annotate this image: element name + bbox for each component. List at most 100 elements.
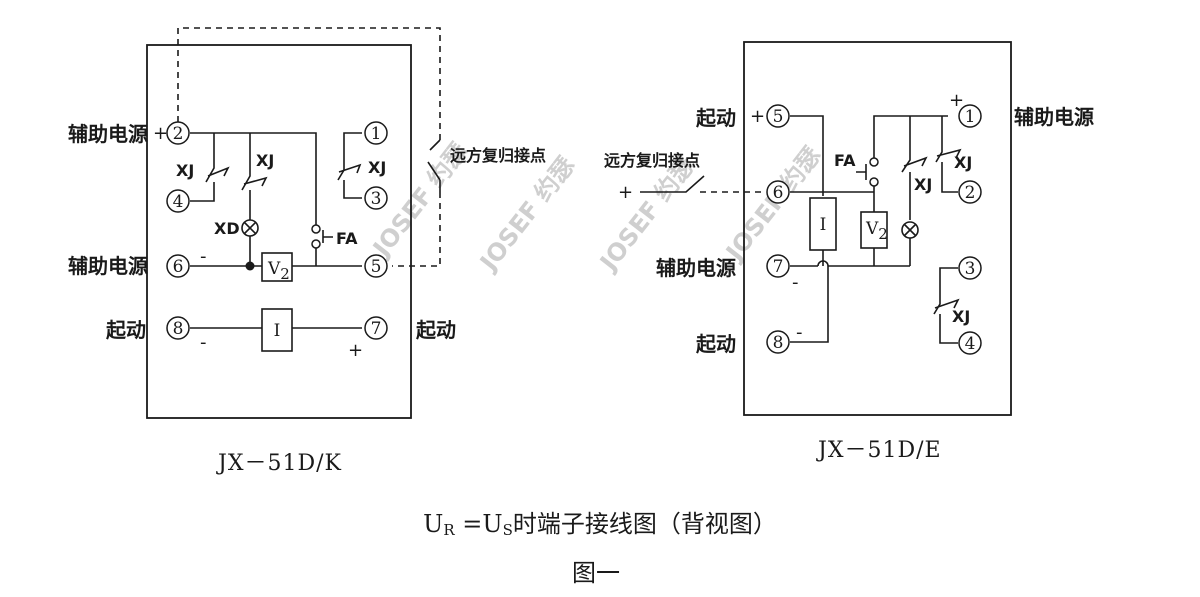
right-terminal-7-label: 7: [773, 257, 784, 277]
left-v2-label: V2: [267, 259, 290, 283]
right-terminal-1-label: 1: [965, 107, 976, 127]
right-wire-xj-1-2: [935, 116, 958, 193]
left-terminal-3-label: 3: [371, 189, 382, 209]
left-xd-cross: [243, 221, 257, 235]
left-model-label: JX－51D/K: [216, 451, 342, 476]
left-sign-t8: -: [200, 332, 207, 353]
left-fa-contact-bottom: [311, 239, 321, 249]
left-fa-contact-top: [311, 224, 321, 234]
right-terminal-4: [958, 331, 982, 355]
right-terminal-5-label: 5: [773, 107, 784, 127]
right-relay-housing: [743, 41, 1012, 416]
left-terminal-2: [166, 121, 190, 145]
right-lamp-cross: [903, 223, 917, 237]
left-sign-t6: -: [200, 246, 207, 267]
left-terminal-6: [166, 254, 190, 278]
right-xj-flag-3-4: [934, 298, 960, 309]
right-xj1-label: XJ: [954, 153, 972, 172]
left-fa-label: FA: [336, 229, 358, 248]
right-sign-t8: -: [796, 322, 803, 343]
left-terminal-1: [364, 121, 388, 145]
right-wire-t5: [790, 115, 824, 196]
left-terminal-4: [166, 189, 190, 213]
right-terminal-6-label: 6: [773, 183, 784, 203]
left-wire-xj-1-3: [337, 132, 362, 199]
right-start-bottom-label: 起动: [695, 332, 736, 356]
left-xj2-label: XJ: [256, 151, 274, 170]
right-terminal-4-label: 4: [965, 334, 976, 354]
left-relay-housing: [146, 44, 412, 419]
right-terminal-7: [766, 254, 790, 278]
right-terminal-8: [766, 330, 790, 354]
right-terminal-8-label: 8: [773, 333, 784, 353]
left-fa-button: [322, 230, 333, 243]
left-i-label: I: [274, 321, 281, 341]
left-sign-t7: +: [348, 340, 363, 361]
right-remote-reset-label: 远方复归接点: [604, 151, 700, 170]
left-start-label: 起动: [105, 318, 146, 342]
right-terminal-1: [958, 104, 982, 128]
right-terminal-3-label: 3: [965, 259, 976, 279]
left-aux-power-top-label: 辅助电源: [68, 122, 148, 146]
right-terminal-5: [766, 104, 790, 128]
right-wire-t8: [790, 266, 829, 343]
left-sign-t2: +: [153, 123, 168, 144]
left-v2-box: [261, 252, 293, 282]
left-i-unit-box: [261, 308, 293, 352]
left-remote-reset-loop: [177, 27, 441, 267]
left-remote-reset-contact: [427, 139, 441, 192]
right-i-label: I: [820, 215, 827, 235]
right-aux-power-left-label: 辅助电源: [656, 256, 736, 280]
left-wire-t4: [190, 195, 215, 202]
right-wire-xj-3-4: [933, 267, 958, 344]
left-wire-xj1: [205, 133, 215, 195]
watermark-2: JOSEF 约瑟: [473, 151, 580, 277]
right-sign-t5: +: [750, 106, 765, 127]
left-wire-xj2: [241, 133, 251, 220]
figure-caption: UR =US时端子接线图（背视图） 图一: [423, 510, 777, 587]
right-fa-label: FA: [834, 151, 856, 170]
right-fa-contact-bottom: [869, 177, 879, 187]
left-wire-t2: [190, 132, 317, 226]
right-fa-button: [856, 164, 867, 180]
left-relay: 远方复归接点 1 2 3: [68, 27, 546, 476]
caption-line-1: UR =US时端子接线图（背视图）: [423, 510, 777, 539]
right-aux-power-right-label: 辅助电源: [1014, 105, 1094, 129]
right-terminal-2: [958, 180, 982, 204]
left-terminal-3: [364, 186, 388, 210]
left-terminal-2-label: 2: [173, 124, 184, 144]
left-terminal-7-label: 7: [371, 319, 382, 339]
left-terminal-8-label: 8: [173, 319, 184, 339]
left-aux-power-bottom-label: 辅助电源: [68, 254, 148, 278]
right-xj-flag-1-2: [936, 148, 962, 159]
right-xj2-label: XJ: [914, 175, 932, 194]
left-terminal-6-label: 6: [173, 257, 184, 277]
right-v2-box: [860, 211, 888, 249]
right-sign-t7: -: [792, 272, 799, 293]
right-sign-remote: +: [618, 182, 633, 203]
right-sign-t1: +: [949, 90, 964, 111]
right-side-start-label: 起动: [415, 318, 456, 342]
left-terminal-4-label: 4: [173, 192, 184, 212]
left-terminal-5-label: 5: [371, 257, 382, 277]
right-model-label: JX－51D/E: [816, 438, 942, 463]
right-terminal-6: [766, 180, 790, 204]
right-terminal-3: [958, 256, 982, 280]
left-terminal-5: [364, 254, 388, 278]
left-remote-reset-label: 远方复归接点: [450, 146, 546, 165]
right-v2-label: V2: [865, 219, 888, 243]
caption-line-2: 图一: [572, 559, 620, 587]
left-terminal-8: [166, 316, 190, 340]
right-remote-reset-contact: [640, 175, 705, 193]
watermark-group: JOSEF 约瑟 JOSEF 约瑟 JOSEF 约瑟 JOSEF 约瑟: [366, 137, 826, 277]
right-start-top-label: 起动: [695, 106, 736, 130]
right-fa-contact-top: [869, 157, 879, 167]
right-wire-fa-top: [873, 115, 948, 158]
left-terminal-7: [364, 316, 388, 340]
right-xj3-label: XJ: [952, 307, 970, 326]
left-xj1-label: XJ: [176, 161, 194, 180]
left-xj3-label: XJ: [368, 158, 386, 177]
right-i-unit-box: [809, 197, 837, 251]
right-terminals: 1 2 3 4 5 6 7 8: [766, 104, 982, 355]
